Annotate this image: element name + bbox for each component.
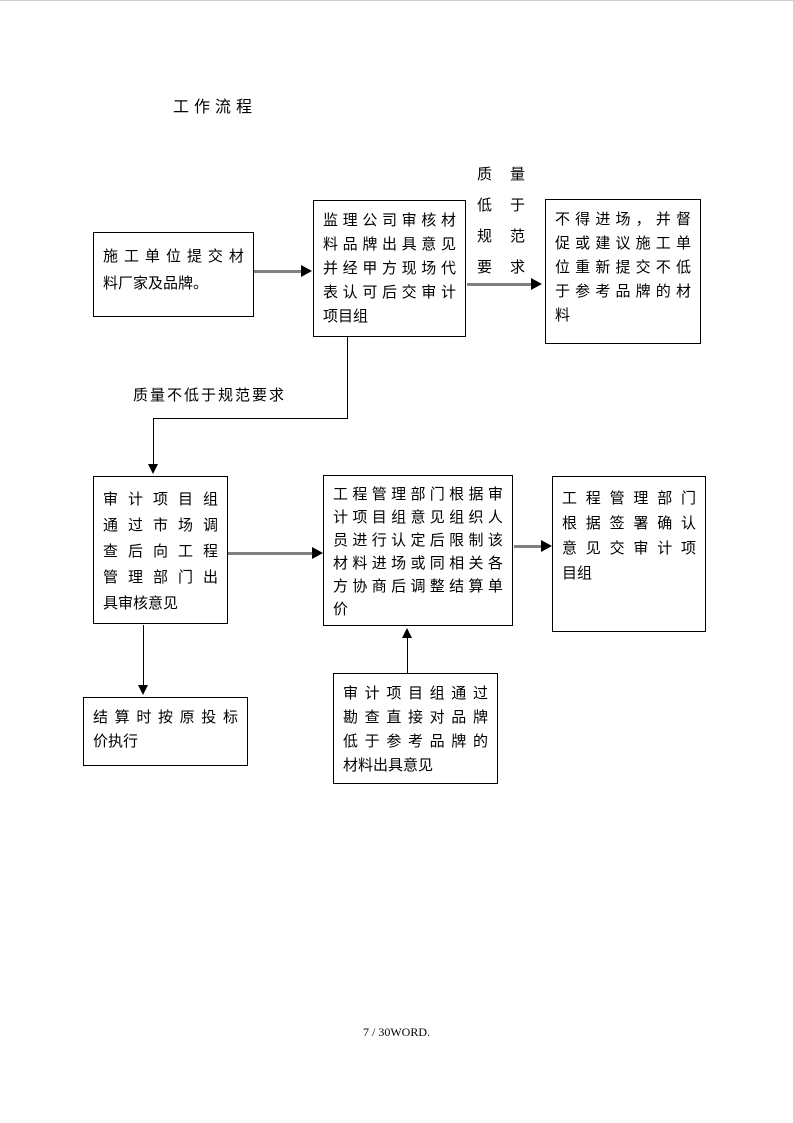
flow-box-supervision-review: 监理公司审核材料品牌出具意见并经甲方现场代表认可后交审计项目组 [313, 200, 466, 337]
label-quality-below-spec: 质量低于规范要求 [477, 165, 525, 276]
flow-box-audit-survey-opinion: 审计项目组通过勘查直接对品牌低于参考品牌的材料出具意见 [333, 673, 498, 784]
page-title: 工作流程 [173, 97, 258, 116]
page-footer: 7 / 30WORD. [363, 1025, 430, 1039]
flow-box-no-entry: 不得进场，并督促或建议施工单位重新提交不低于参考品牌的材料 [545, 199, 701, 344]
flow-box-audit-review: 审计项目组通过市场调查后向工程管理部门出具审核意见 [93, 476, 228, 624]
flow-box-settlement-original-price: 结算时按原投标价执行 [83, 697, 248, 766]
flow-box-mgmt-confirm: 工程管理部门根据签署确认意见交审计项目组 [552, 476, 706, 632]
flow-box-mgmt-decision: 工程管理部门根据审计项目组意见组织人员进行认定后限制该材料进场或同相关各方协商后… [323, 475, 513, 626]
flow-box-submit-materials: 施工单位提交材料厂家及品牌。 [93, 232, 254, 317]
label-quality-not-below-spec: 质量不低于规范要求 [133, 386, 287, 404]
